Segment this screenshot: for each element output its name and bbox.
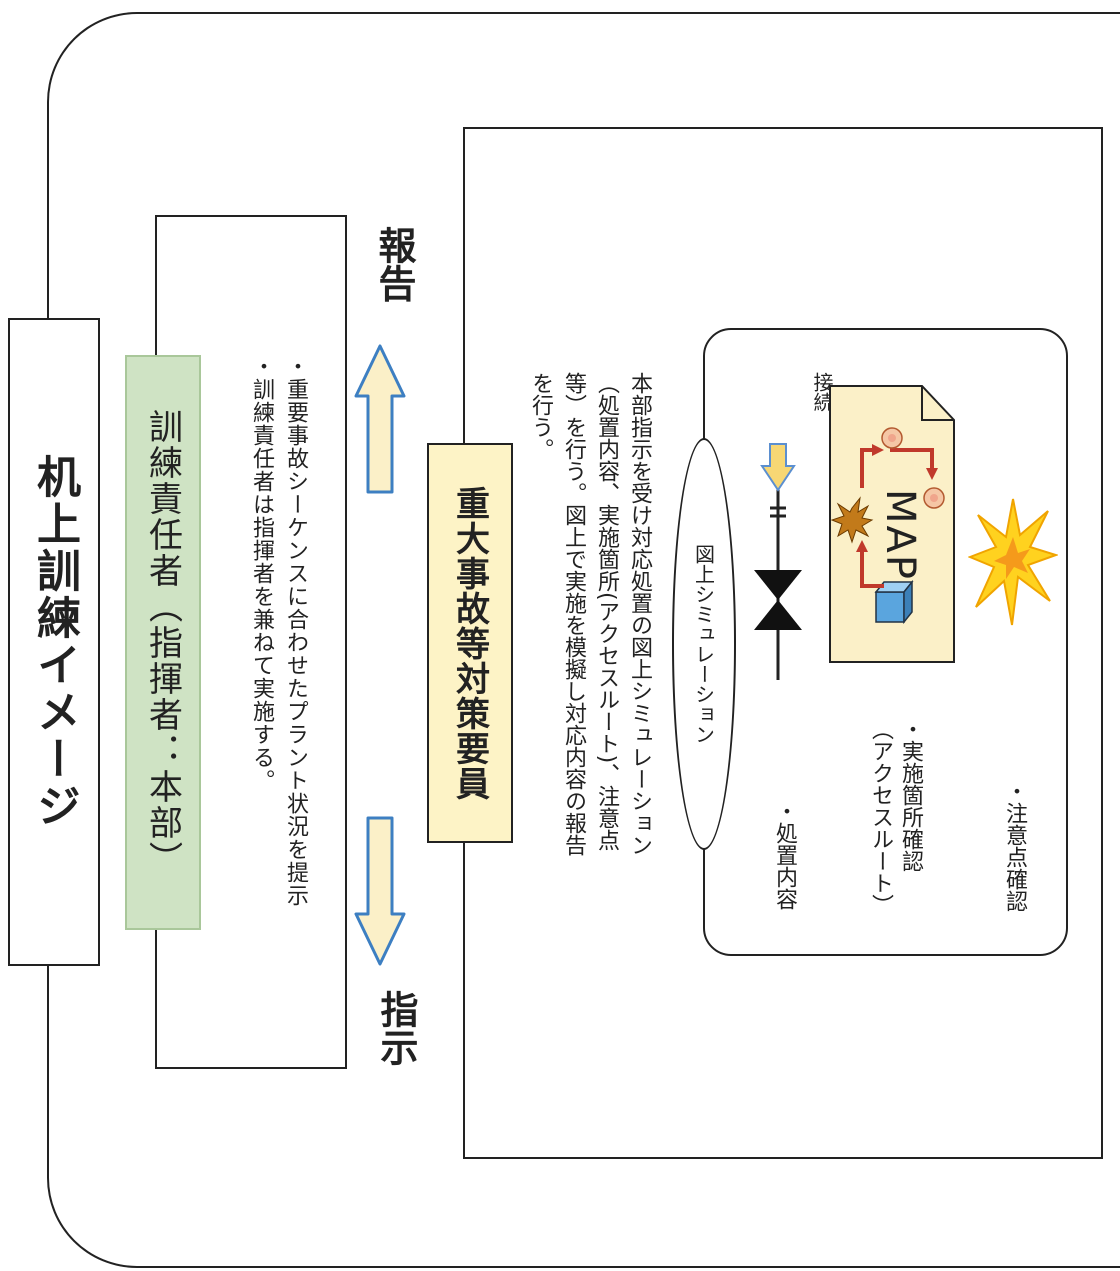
instruct-arrow-icon [354, 816, 406, 966]
member-description: 本部指示を受け対応処置の図上シミュレーション （処置内容、実施箇所(アクセスルー… [528, 372, 656, 932]
explosion-burst-icon [968, 498, 1058, 626]
diagram-title: 机上訓練イメージ [29, 454, 80, 830]
member-title-box [427, 443, 513, 843]
route-line [860, 550, 884, 588]
bullet-place-line-2: （アクセスルート） [868, 718, 893, 916]
member-desc-line-2: （処置内容、実施箇所(アクセスルート)、注意点 [594, 372, 619, 852]
member-desc-line-4: を行う。 [528, 372, 553, 460]
connect-char-1: 接 [810, 372, 834, 392]
trainer-title: 訓練責任者（指揮者：本部） [142, 408, 183, 877]
simulation-oval-label: 図上シミュレーション [691, 544, 716, 744]
member-desc-line-1: 本部指示を受け対応処置の図上シミュレーション [627, 372, 652, 856]
bullet-place: ・実施箇所確認 （アクセスルート） [855, 718, 925, 940]
trainer-line-2: ・訓練責任者は指揮者を兼ねて実施する。 [249, 355, 274, 792]
connect-arrow-icon [760, 443, 796, 492]
bullet-place-line-1: ・実施箇所確認 [898, 718, 923, 872]
simulation-oval [672, 438, 736, 850]
connect-label: 接続 [775, 372, 835, 452]
report-arrow-icon [354, 344, 406, 494]
bullet-caution: ・注意点確認 [1002, 780, 1027, 912]
member-title: 重大事故等対策要員 [449, 485, 490, 801]
instruct-label: 指示 [374, 990, 418, 1066]
equipment-cube-icon [874, 579, 914, 625]
map-card-icon [829, 385, 955, 663]
connect-char-2: 続 [810, 392, 834, 412]
map-burst-icon [830, 496, 874, 544]
trainer-title-box [125, 355, 201, 930]
person-icon-2 [923, 487, 945, 509]
trainer-description: ・重要事故シーケンスに合わせたプラント状況を提示 ・訓練責任者は指揮者を兼ねて実… [222, 355, 312, 975]
title-box [8, 318, 100, 966]
valve-icon [754, 443, 802, 680]
trainer-line-1: ・重要事故シーケンスに合わせたプラント状況を提示 [283, 355, 308, 907]
bullet-treatment: ・処置内容 [772, 800, 797, 910]
member-desc-line-3: 等）を行う。図上で実施を模擬し対応内容の報告 [561, 372, 586, 856]
map-label: MAP [877, 489, 923, 581]
person-icon-1 [881, 427, 903, 449]
report-label: 報告 [372, 226, 416, 302]
